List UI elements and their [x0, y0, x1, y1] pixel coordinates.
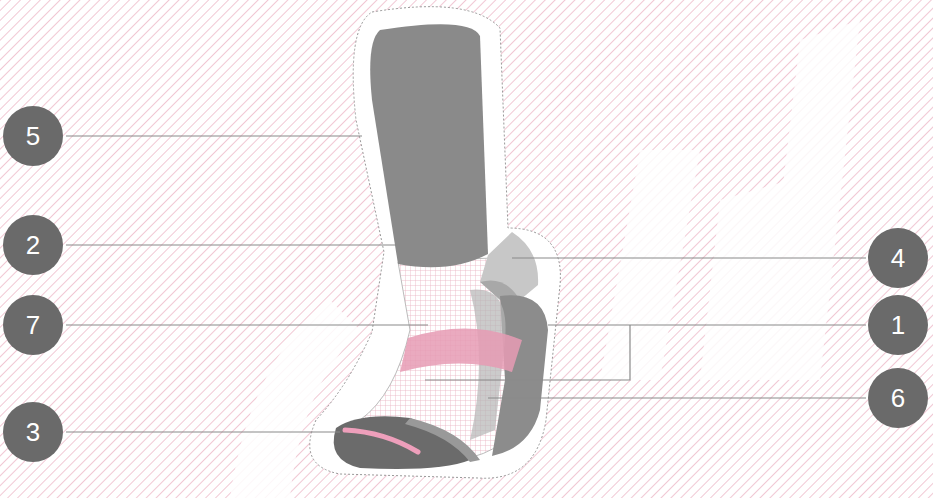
callout-text: 7	[26, 312, 40, 338]
callout-number: 6	[868, 368, 928, 428]
leader-lines	[66, 136, 866, 432]
callout-text: 3	[26, 419, 40, 445]
callout-text: 4	[891, 245, 905, 271]
callout-text: 6	[891, 385, 905, 411]
cuff-zone	[370, 24, 488, 267]
callout-number: 3	[3, 402, 63, 462]
toe-stripe	[345, 430, 418, 452]
callout-text: 5	[26, 123, 40, 149]
callout-number: 4	[868, 228, 928, 288]
callout-number: 1	[868, 295, 928, 355]
callout-text: 1	[891, 312, 905, 338]
arch-band	[400, 328, 522, 372]
callout-number: 2	[3, 215, 63, 275]
callout-number: 5	[3, 106, 63, 166]
toe-shade	[405, 418, 480, 462]
ankle-zone	[480, 232, 538, 300]
sock-halo	[310, 7, 561, 479]
callout-text: 2	[26, 232, 40, 258]
callout-number: 7	[3, 295, 63, 355]
